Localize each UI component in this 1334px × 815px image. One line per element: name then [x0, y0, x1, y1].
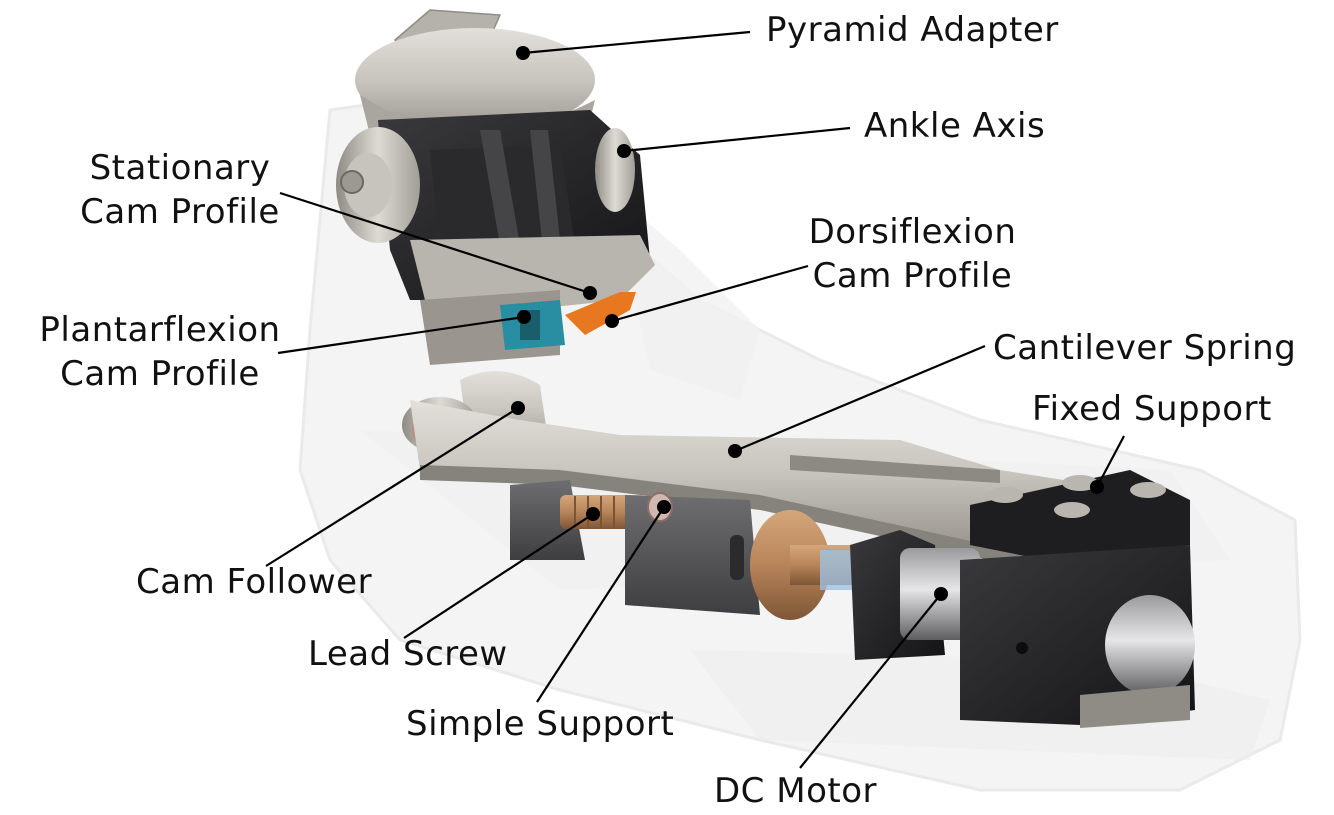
label-simple-support: Simple Support — [406, 704, 675, 744]
plantarflexion-cam-dot — [517, 310, 531, 324]
dc-motor-dot — [934, 587, 948, 601]
label-pyramid-adapter: Pyramid Adapter — [766, 10, 1059, 50]
label-ankle-axis: Ankle Axis — [864, 106, 1046, 146]
label-dc-motor: DC Motor — [714, 771, 877, 811]
simple-support-dot — [657, 500, 671, 514]
label-plantarflexion-cam-profile: Plantarflexion Cam Profile — [39, 310, 281, 394]
label-cantilever-spring: Cantilever Spring — [993, 328, 1297, 368]
fixed-support-dot — [1090, 480, 1104, 494]
stationary-cam-dot — [583, 286, 597, 300]
dorsiflexion-cam-shape — [565, 292, 636, 335]
lead-screw-assembly — [510, 480, 880, 620]
pyramid-adapter-dot — [516, 46, 530, 60]
leader-lines — [265, 30, 1125, 769]
label-lead-screw: Lead Screw — [308, 634, 508, 674]
label-cam-follower: Cam Follower — [136, 562, 373, 602]
cam-follower-dot — [511, 401, 525, 415]
ankle-axis-dot — [617, 144, 631, 158]
cantilever-spring-dot — [728, 444, 742, 458]
lead-screw-dot — [586, 507, 600, 521]
dorsiflexion-cam-dot — [605, 314, 619, 328]
label-fixed-support: Fixed Support — [1032, 389, 1272, 429]
label-dorsiflexion-cam-profile: Dorsiflexion Cam Profile — [808, 212, 1017, 296]
label-stationary-cam-profile: Stationary Cam Profile — [80, 148, 280, 232]
fixed-support-block — [960, 470, 1195, 728]
leader-dots — [511, 46, 1104, 601]
